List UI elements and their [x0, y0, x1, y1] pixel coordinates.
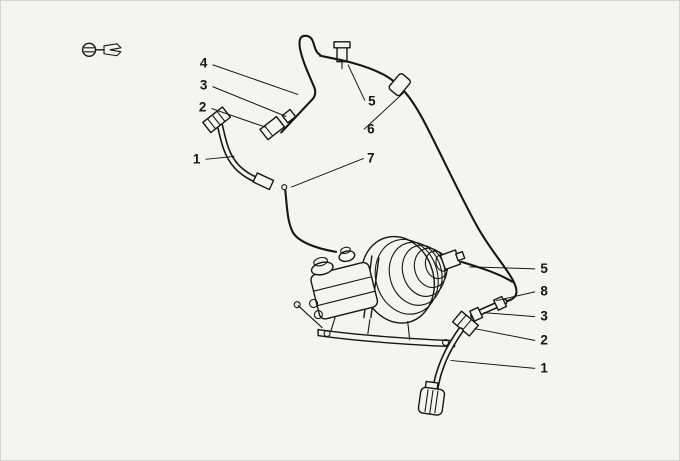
outlet-port — [309, 298, 319, 309]
pushrod — [297, 305, 323, 329]
bracket-bolt — [442, 338, 450, 347]
left-hose-top-ferrule — [202, 106, 232, 134]
callout-5-right: 5 — [540, 261, 548, 276]
callout-labels: 4 3 2 1 5 6 7 5 8 3 2 1 — [193, 56, 548, 376]
check-valve-pipe — [460, 260, 514, 283]
bracket-bolt — [323, 330, 331, 338]
inline-fitting — [388, 73, 411, 97]
callout-4: 4 — [200, 56, 208, 71]
fastener-icon — [81, 42, 122, 57]
vent-pipe — [281, 184, 338, 253]
brake-booster — [360, 235, 466, 324]
callout-2-left: 2 — [199, 100, 206, 115]
left-hose-assembly — [202, 34, 322, 191]
callout-1-left: 1 — [193, 151, 201, 166]
right-clamp-upper — [492, 295, 508, 311]
pipe-loop — [298, 34, 322, 72]
right-clamp-lower — [469, 306, 484, 322]
left-hose-end-ferrule — [252, 172, 275, 191]
callout-6: 6 — [367, 121, 374, 136]
left-connector — [259, 115, 286, 141]
top-bolt-fitting — [333, 41, 351, 70]
callout-5-top: 5 — [368, 94, 376, 109]
callout-7: 7 — [367, 150, 374, 165]
callout-8: 8 — [540, 284, 548, 299]
callout-3-left: 3 — [200, 78, 207, 93]
right-hose-end-cap — [417, 380, 446, 416]
callout-1-right: 1 — [540, 360, 548, 375]
callout-2-right: 2 — [540, 333, 547, 348]
master-cylinder — [293, 246, 380, 329]
mounting-bracket — [317, 317, 456, 348]
right-hose-assembly — [417, 260, 514, 416]
outlet-port — [313, 310, 323, 320]
callout-3-right: 3 — [540, 309, 547, 324]
check-valve — [439, 249, 466, 271]
left-clamp — [281, 108, 297, 124]
steel-pipe — [280, 69, 317, 134]
leader-lines — [205, 64, 536, 369]
long-vacuum-pipe — [319, 54, 518, 303]
